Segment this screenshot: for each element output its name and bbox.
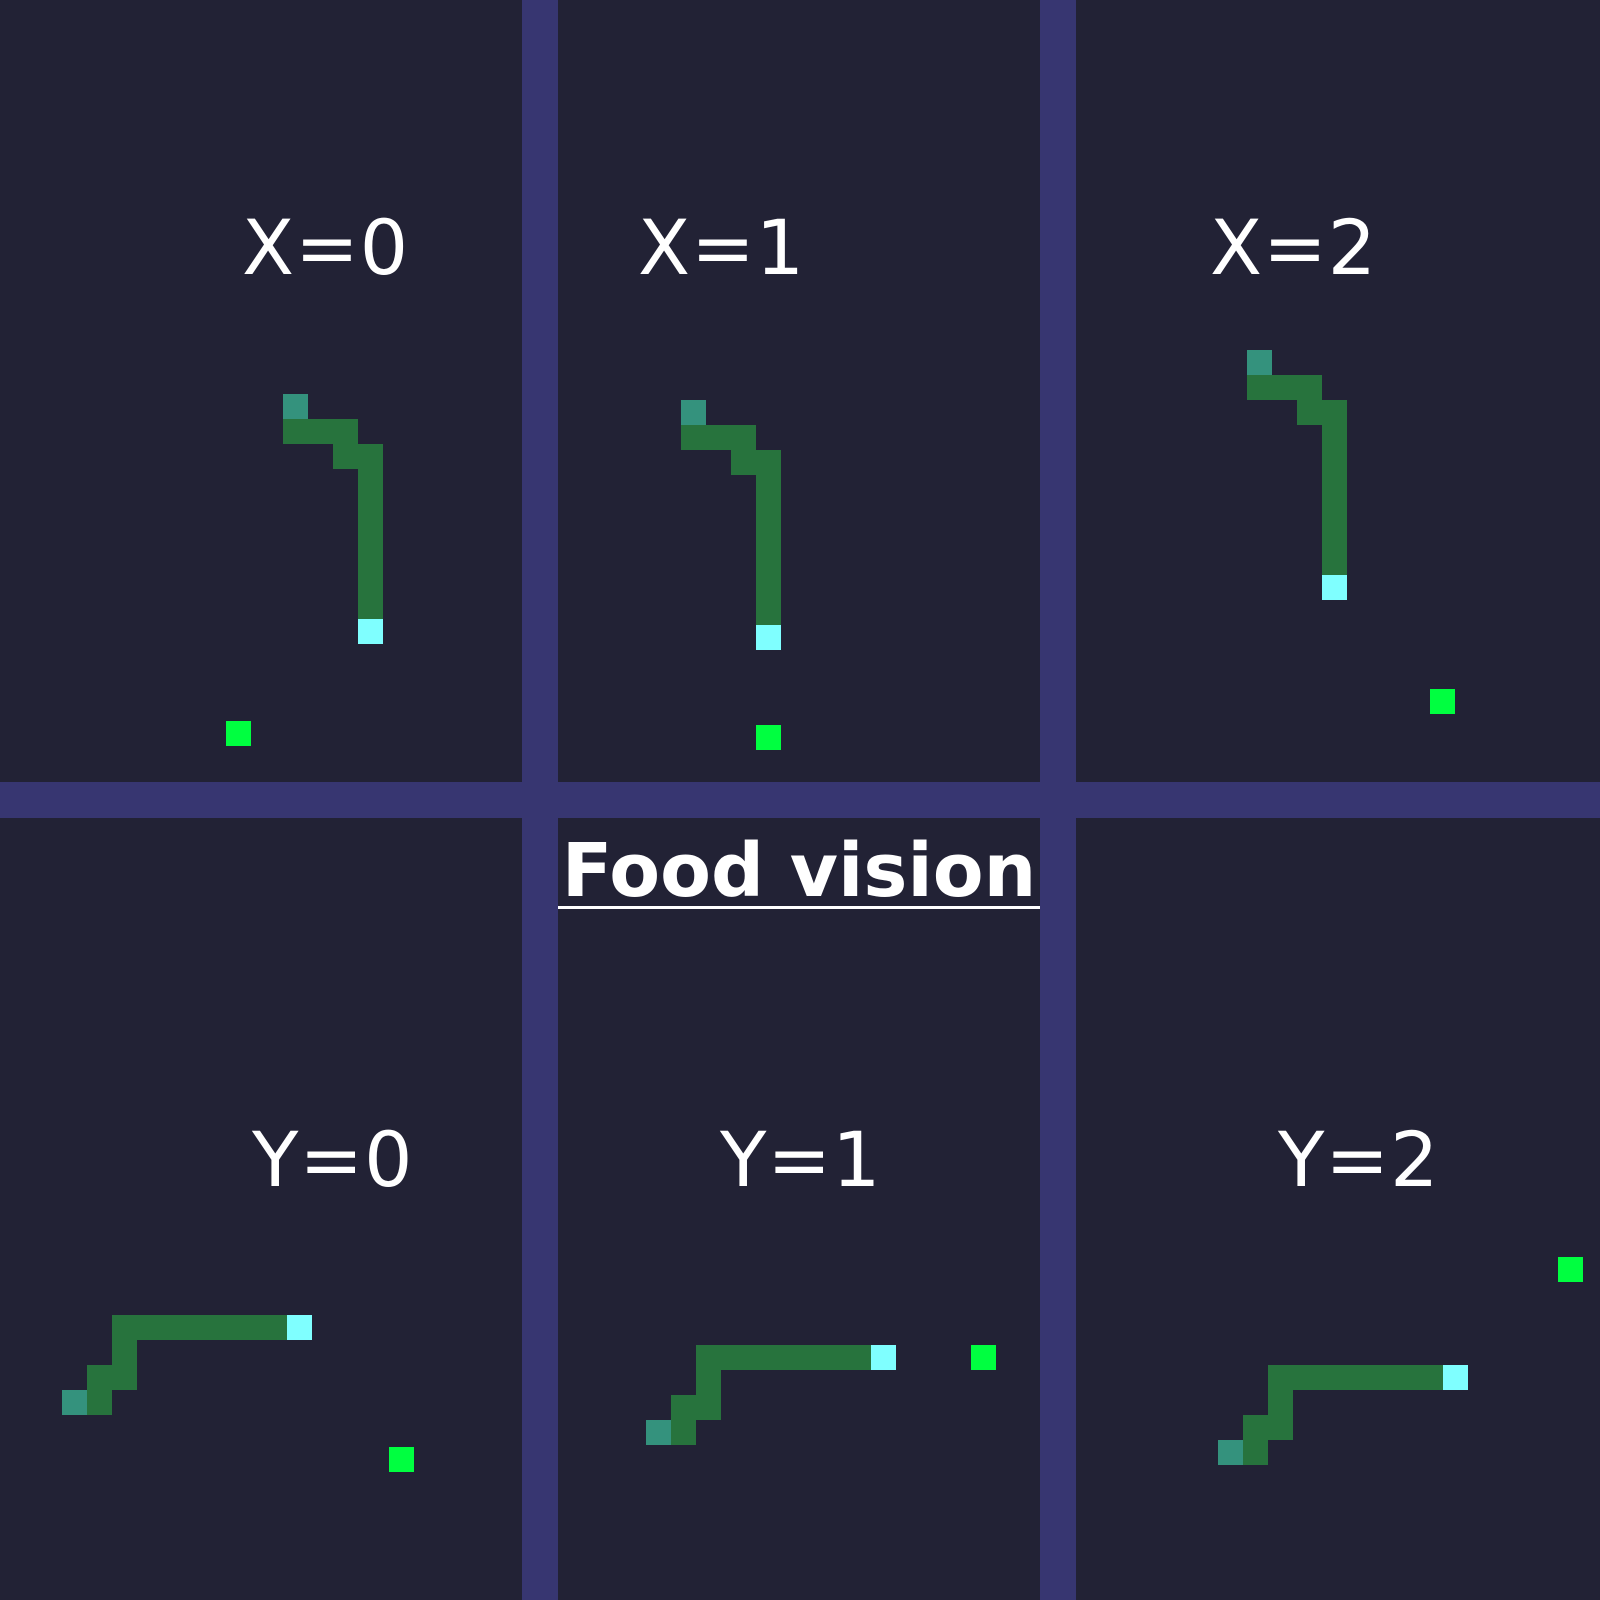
snake-body-y0 — [112, 1315, 137, 1340]
snake-body-x2 — [1322, 475, 1347, 500]
food-x1 — [756, 725, 781, 750]
snake-body-y0 — [112, 1340, 137, 1365]
snake-body-x0 — [358, 519, 383, 544]
snake-body-y0 — [162, 1315, 187, 1340]
snake-head-x1 — [756, 625, 781, 650]
snake-body-y1 — [846, 1345, 871, 1370]
snake-body-x2 — [1272, 375, 1297, 400]
snake-body-x2 — [1297, 400, 1322, 425]
snake-head-y0 — [287, 1315, 312, 1340]
snake-body-x1 — [756, 450, 781, 475]
food-y0 — [389, 1447, 414, 1472]
snake-body-x1 — [731, 425, 756, 450]
snake-body-y1 — [746, 1345, 771, 1370]
snake-body-x1 — [756, 600, 781, 625]
snake-tail-y2 — [1218, 1440, 1243, 1465]
snake-body-y2 — [1393, 1365, 1418, 1390]
snake-body-x1 — [756, 575, 781, 600]
snake-body-x0 — [333, 419, 358, 444]
cell-label-x0: X=0 — [242, 203, 410, 292]
snake-body-y0 — [237, 1315, 262, 1340]
vertical-divider-left — [522, 0, 558, 1600]
snake-body-x0 — [358, 569, 383, 594]
snake-body-y1 — [796, 1345, 821, 1370]
snake-body-x1 — [756, 550, 781, 575]
snake-body-x2 — [1322, 450, 1347, 475]
title-underline — [558, 906, 1040, 909]
snake-body-x2 — [1247, 375, 1272, 400]
snake-body-x2 — [1297, 375, 1322, 400]
snake-body-y0 — [87, 1390, 112, 1415]
snake-head-x0 — [358, 619, 383, 644]
snake-body-y0 — [187, 1315, 212, 1340]
snake-body-x0 — [358, 469, 383, 494]
snake-body-x2 — [1322, 500, 1347, 525]
cell-label-y1: Y=1 — [720, 1115, 882, 1204]
snake-tail-x1 — [681, 400, 706, 425]
food-x2 — [1430, 689, 1455, 714]
snake-body-y2 — [1368, 1365, 1393, 1390]
snake-body-x1 — [756, 475, 781, 500]
snake-body-y1 — [771, 1345, 796, 1370]
snake-body-y0 — [262, 1315, 287, 1340]
snake-body-x0 — [333, 444, 358, 469]
snake-body-x1 — [681, 425, 706, 450]
snake-body-x0 — [358, 444, 383, 469]
snake-body-y1 — [696, 1395, 721, 1420]
horizontal-divider-center — [558, 782, 1040, 818]
horizontal-divider-left — [0, 782, 522, 818]
snake-body-y0 — [87, 1365, 112, 1390]
snake-body-y2 — [1343, 1365, 1368, 1390]
snake-body-y2 — [1243, 1415, 1268, 1440]
snake-body-x0 — [358, 594, 383, 619]
snake-body-x2 — [1322, 550, 1347, 575]
snake-body-y1 — [696, 1370, 721, 1395]
snake-body-x0 — [283, 419, 308, 444]
snake-body-y2 — [1268, 1415, 1293, 1440]
snake-body-y2 — [1268, 1365, 1293, 1390]
snake-head-y2 — [1443, 1365, 1468, 1390]
snake-head-y1 — [871, 1345, 896, 1370]
snake-body-y2 — [1268, 1390, 1293, 1415]
snake-body-x0 — [358, 544, 383, 569]
food-y1 — [971, 1345, 996, 1370]
snake-body-y1 — [671, 1420, 696, 1445]
snake-body-x0 — [358, 494, 383, 519]
cell-label-x1: X=1 — [638, 203, 806, 292]
snake-head-x2 — [1322, 575, 1347, 600]
snake-tail-y1 — [646, 1420, 671, 1445]
cell-label-y0: Y=0 — [252, 1115, 414, 1204]
food-y2 — [1558, 1257, 1583, 1282]
snake-body-y2 — [1418, 1365, 1443, 1390]
snake-body-x2 — [1322, 425, 1347, 450]
food-x0 — [226, 721, 251, 746]
snake-body-y2 — [1318, 1365, 1343, 1390]
snake-body-y1 — [721, 1345, 746, 1370]
snake-tail-y0 — [62, 1390, 87, 1415]
snake-body-y1 — [821, 1345, 846, 1370]
snake-body-y1 — [671, 1395, 696, 1420]
snake-body-x2 — [1322, 525, 1347, 550]
snake-body-x1 — [756, 500, 781, 525]
cell-label-y2: Y=2 — [1278, 1115, 1440, 1204]
snake-body-x1 — [731, 450, 756, 475]
snake-body-y2 — [1243, 1440, 1268, 1465]
snake-body-x2 — [1322, 400, 1347, 425]
page-title: Food vision — [561, 828, 1037, 914]
cell-label-x2: X=2 — [1210, 203, 1378, 292]
snake-body-y2 — [1293, 1365, 1318, 1390]
horizontal-divider-right — [1076, 782, 1600, 818]
vertical-divider-right — [1040, 0, 1076, 1600]
snake-tail-x2 — [1247, 350, 1272, 375]
snake-tail-x0 — [283, 394, 308, 419]
snake-body-x1 — [706, 425, 731, 450]
snake-body-y0 — [137, 1315, 162, 1340]
snake-body-x0 — [308, 419, 333, 444]
snake-body-y0 — [212, 1315, 237, 1340]
snake-body-y1 — [696, 1345, 721, 1370]
snake-body-x1 — [756, 525, 781, 550]
snake-body-y0 — [112, 1365, 137, 1390]
